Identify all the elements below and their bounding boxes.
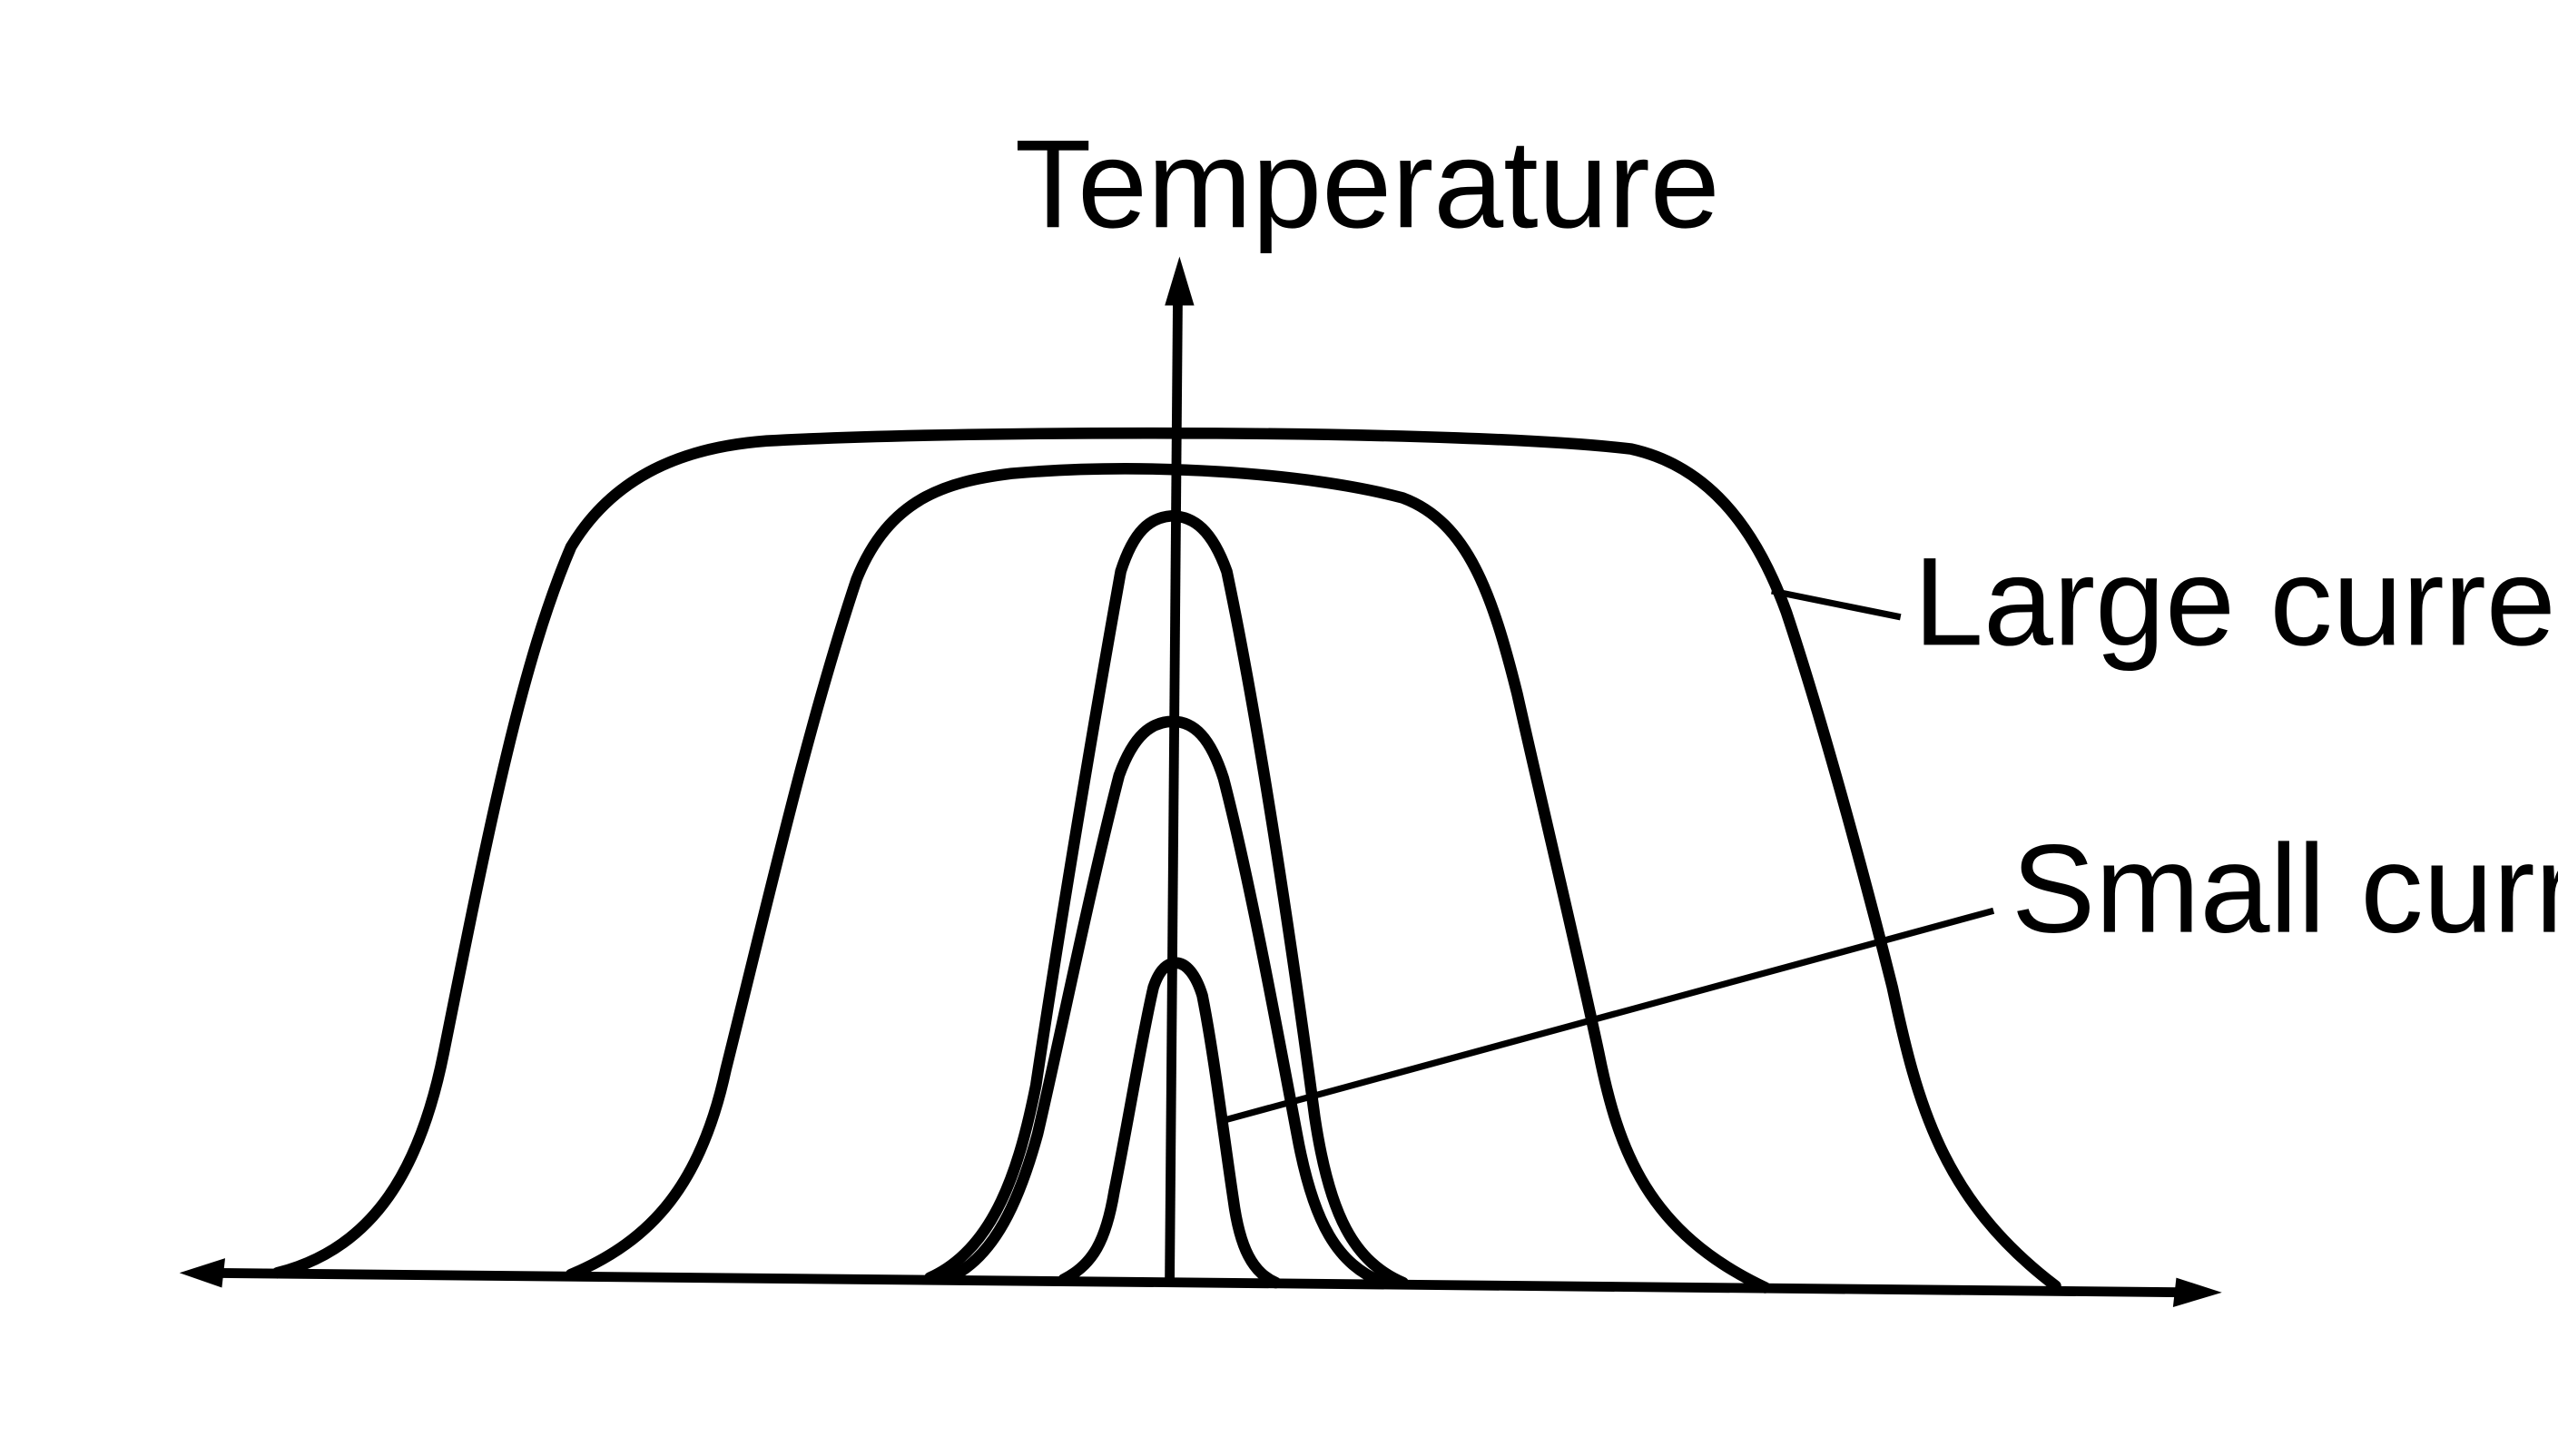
curve-large-current [565, 463, 1771, 1294]
temperature-curves [271, 427, 2061, 1294]
annotation-small-current: Small current [1225, 820, 2558, 1123]
curve-largest-current [271, 427, 2061, 1292]
small-current-label: Small current [2012, 820, 2558, 959]
annotation-large-current: Large current [1771, 532, 2558, 672]
right-arrowhead-icon [2172, 1277, 2222, 1308]
y-axis-label: Temperature [1015, 114, 1720, 254]
vertical-axis [1165, 256, 1195, 1278]
leader-line-large-current [1771, 587, 1902, 621]
large-current-label: Large current [1914, 532, 2558, 672]
leader-line-small-current [1225, 907, 1995, 1123]
up-arrowhead-icon [1165, 256, 1195, 306]
curve-lower-current [943, 715, 1390, 1289]
horizontal-axis [179, 1258, 2222, 1308]
curve-small-current [1058, 957, 1282, 1289]
left-arrowhead-icon [179, 1258, 226, 1288]
